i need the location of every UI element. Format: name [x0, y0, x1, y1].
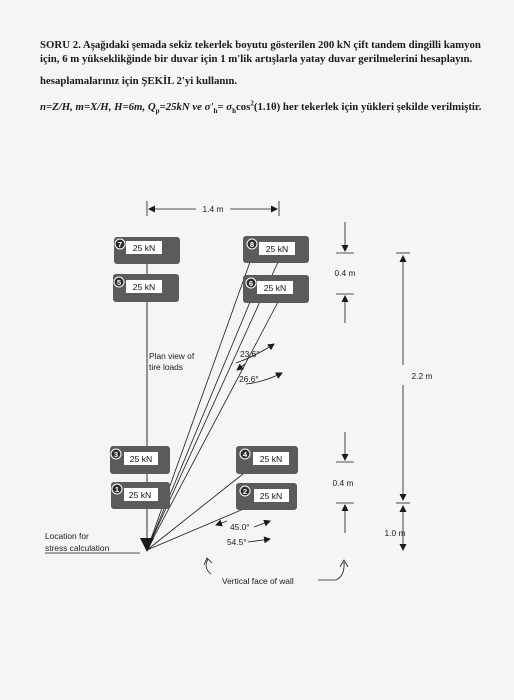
upper-spacing-label: 0.4 m: [335, 268, 356, 278]
angle-upper-2-label: 26.6°: [239, 374, 259, 384]
tire-5: 5 25 kN: [113, 274, 179, 302]
tire-1-number: 1: [115, 485, 120, 494]
location-label-line2: stress calculation: [45, 543, 110, 553]
tire-8: 8 25 kN: [243, 236, 309, 263]
tire-5-load: 25 kN: [133, 282, 155, 292]
tire-6-number: 6: [249, 279, 253, 288]
formula-sub-h: h: [213, 107, 218, 116]
plan-view-caption-line2: tire loads: [149, 362, 183, 372]
tire-7-load: 25 kN: [133, 243, 155, 253]
tire-2-number: 2: [243, 487, 247, 496]
lower-spacing-label: 0.4 m: [333, 478, 354, 488]
plan-view-caption-line1: Plan view of: [149, 351, 195, 361]
tire-7: 7 25 kN: [114, 237, 180, 264]
angle-upper: 23.6° 26.6°: [235, 343, 283, 385]
tire-7-number: 7: [118, 240, 122, 249]
dimension-offset-label: 1.0 m: [385, 528, 406, 538]
angle-lower: 45.0° 54.5°: [215, 519, 271, 547]
dimension-height: 2.2 m 1.0 m: [385, 252, 433, 551]
tire-1-load: 25 kN: [129, 490, 151, 500]
tire-4-load: 25 kN: [260, 454, 282, 464]
formula-part-a: n=Z/H, m=X/H, H=6m, Q: [40, 101, 156, 113]
formula-sub-p: p: [155, 107, 160, 116]
angle-lower-2-label: 54.5°: [227, 537, 247, 547]
tire-6: 6 25 kN: [243, 275, 309, 303]
dimension-upper-spacing: 0.4 m: [335, 222, 356, 323]
tire-4: 4 25 kN: [236, 446, 298, 474]
tire-3: 3 25 kN: [110, 446, 170, 474]
tire-6-load: 25 kN: [264, 283, 286, 293]
stress-point-marker: [140, 538, 154, 552]
location-label-line1: Location for: [45, 531, 89, 541]
formula-text: n=Z/H, m=X/H, H=6m, Qp=25kN ve σ'h= σhco…: [40, 100, 502, 118]
tire-8-load: 25 kN: [266, 244, 288, 254]
formula-sub-h2: h: [232, 107, 236, 116]
wall-annotation: Vertical face of wall: [203, 557, 349, 586]
tire-3-load: 25 kN: [130, 454, 152, 464]
problem-statement: SORU 2. Aşağıdaki şemada sekiz tekerlek …: [40, 38, 502, 118]
tire-2: 2 25 kN: [236, 483, 297, 510]
tire-5-number: 5: [117, 278, 122, 287]
dimension-top-label: 1.4 m: [203, 204, 224, 214]
wall-label: Vertical face of wall: [222, 576, 294, 586]
dimension-height-label: 2.2 m: [412, 371, 433, 381]
angle-upper-1-label: 23.6°: [240, 349, 260, 359]
dimension-lower-spacing: 0.4 m: [333, 432, 354, 533]
tire-1: 1 25 kN: [111, 482, 170, 509]
formula-part-d: cos: [235, 101, 251, 113]
formula-squared: 2: [250, 99, 254, 108]
tire-2-load: 25 kN: [260, 491, 282, 501]
tire-4-number: 4: [243, 450, 248, 459]
formula-part-b: =25kN ve σ': [159, 101, 214, 113]
tire-8-number: 8: [250, 240, 254, 249]
formula-part-c: = σ: [217, 101, 233, 113]
instruction-text: hesaplamalarınız için ŞEKİL 2'yi kullanı…: [40, 75, 238, 87]
problem-text: SORU 2. Aşağıdaki şemada sekiz tekerlek …: [40, 39, 481, 65]
angle-lower-1-label: 45.0°: [230, 522, 250, 532]
tire-3-number: 3: [114, 450, 118, 459]
formula-part-e: (1.1θ) her tekerlek için yükleri şekilde…: [253, 101, 482, 113]
dimension-top: 1.4 m: [146, 201, 280, 216]
